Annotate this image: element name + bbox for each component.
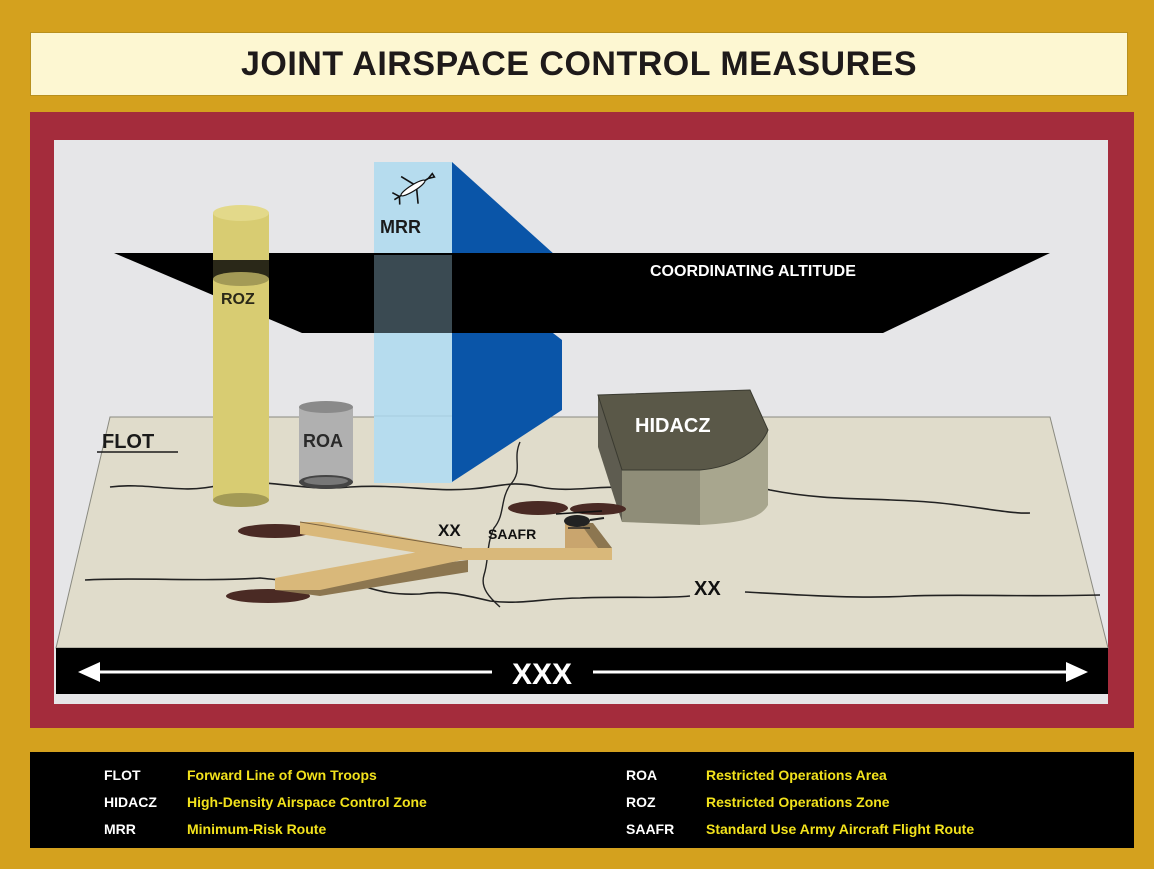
hidacz-label: HIDACZ [635, 415, 711, 437]
legend-definition: Standard Use Army Aircraft Flight Route [706, 821, 975, 837]
roa-label: ROA [303, 431, 343, 451]
xxx-label: XXX [512, 658, 572, 691]
legend-definition: Restricted Operations Zone [706, 794, 890, 810]
mrr-column-lower [374, 333, 452, 483]
flot-label: FLOT [102, 431, 154, 453]
xx-label-upper: XX [438, 521, 461, 540]
mrr-wedge-upper [452, 162, 555, 255]
legend-abbr: ROZ [626, 794, 656, 810]
legend-definition: Minimum-Risk Route [187, 821, 327, 837]
mrr-column-upper [374, 162, 452, 255]
right-arrow-head [1066, 662, 1088, 682]
left-arrow-head [78, 662, 100, 682]
legend-abbr: ROA [626, 767, 658, 783]
division-boundary-lower [84, 577, 691, 604]
coordinating-altitude-band [114, 253, 1050, 333]
landing-pad [508, 501, 568, 515]
legend-abbr: MRR [104, 821, 136, 837]
hidacz-block: HIDACZ [597, 389, 769, 525]
legend-definition: Forward Line of Own Troops [187, 767, 377, 783]
mrr-label: MRR [380, 217, 421, 237]
roa-cylinder: ROA [299, 401, 353, 489]
roz-cylinder: ROZ [213, 205, 269, 507]
legend-definition: Restricted Operations Area [706, 767, 887, 783]
legend-definition: High-Density Airspace Control Zone [187, 794, 427, 810]
page-title: JOINT AIRSPACE CONTROL MEASURES [240, 44, 918, 83]
saafr-label: SAAFR [488, 526, 536, 542]
legend-panel: FLOT Forward Line of Own Troops HIDACZ H… [30, 752, 1134, 848]
coordinating-altitude-label: COORDINATING ALTITUDE [650, 263, 856, 280]
saafr-route [275, 521, 612, 596]
boundary-vertical [482, 441, 521, 608]
helicopter-icon [555, 510, 605, 529]
title-box: JOINT AIRSPACE CONTROL MEASURES [30, 32, 1128, 96]
landing-pad [238, 524, 312, 538]
legend-abbr: FLOT [104, 767, 141, 783]
mrr-column-band [374, 255, 452, 333]
xx-label-lower: XX [694, 578, 721, 600]
legend-abbr: SAAFR [626, 821, 675, 837]
division-boundary-lower-right [744, 591, 1101, 598]
jet-aircraft-icon [391, 172, 436, 205]
legend-abbr: HIDACZ [104, 794, 157, 810]
roz-label: ROZ [221, 291, 255, 308]
landing-pad [226, 589, 310, 603]
